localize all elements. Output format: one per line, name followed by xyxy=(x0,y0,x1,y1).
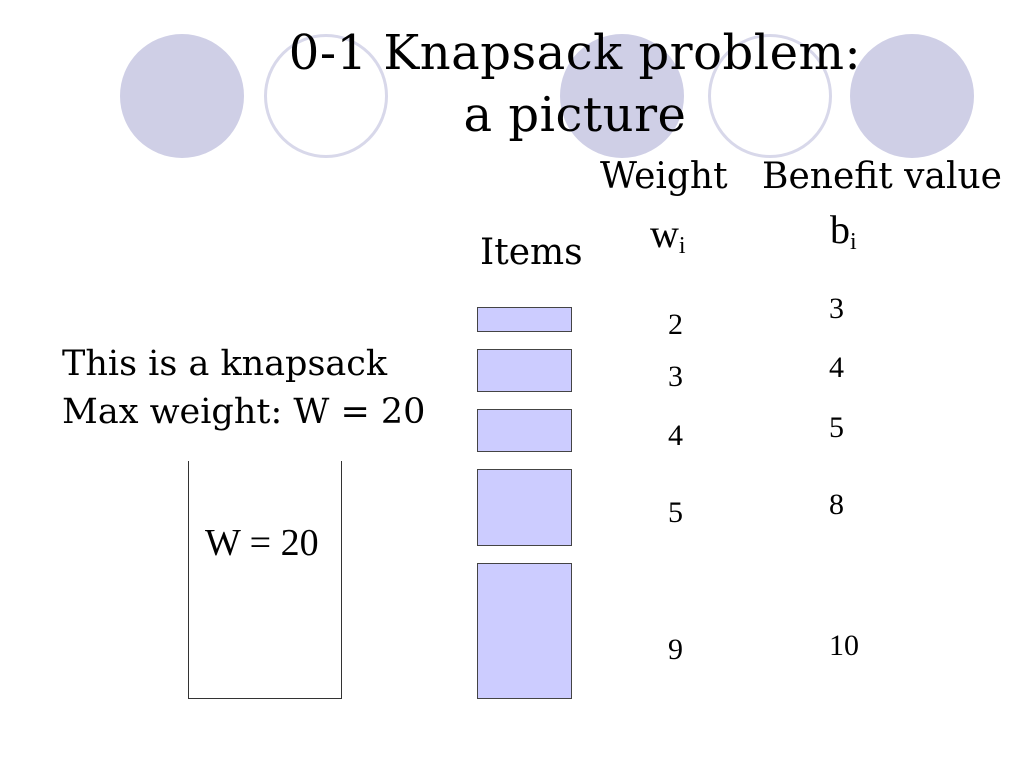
weight-header: Weight xyxy=(600,156,728,197)
knapsack-description: This is a knapsack Max weight: W = 20 xyxy=(62,340,425,436)
decor-circle-4 xyxy=(708,34,832,158)
item-box-1 xyxy=(477,307,572,332)
item-weight: 9 xyxy=(668,633,683,666)
slide-title: 0-1 Knapsack problem: a picture xyxy=(230,22,920,146)
items-header: Items xyxy=(480,232,583,273)
item-benefit: 8 xyxy=(829,488,844,521)
item-weight: 3 xyxy=(668,360,683,393)
decor-circle-3 xyxy=(560,34,684,158)
decor-circle-2 xyxy=(264,34,388,158)
benefit-header: Benefit value xyxy=(762,156,1002,197)
benefit-symbol: bi xyxy=(830,206,857,256)
item-box-3 xyxy=(477,409,572,452)
item-benefit: 4 xyxy=(829,351,844,384)
decor-circle-1 xyxy=(120,34,244,158)
weight-symbol-subscript: i xyxy=(678,233,686,259)
item-weight: 2 xyxy=(668,308,683,341)
item-benefit: 3 xyxy=(829,292,844,325)
weight-symbol: wi xyxy=(650,210,686,260)
item-benefit: 5 xyxy=(829,411,844,444)
decor-circle-5 xyxy=(850,34,974,158)
weight-symbol-letter: w xyxy=(650,211,679,256)
benefit-symbol-subscript: i xyxy=(850,229,857,255)
desc-line-1: This is a knapsack xyxy=(62,344,388,384)
item-box-4 xyxy=(477,469,572,546)
item-weight: 5 xyxy=(668,496,683,529)
item-weight: 4 xyxy=(668,419,683,452)
desc-line-2: Max weight: W = 20 xyxy=(62,392,426,432)
title-line-2: a picture xyxy=(463,87,687,143)
item-benefit: 10 xyxy=(829,629,859,662)
title-line-1: 0-1 Knapsack problem: xyxy=(288,25,862,81)
knapsack-label: W = 20 xyxy=(205,522,319,564)
benefit-symbol-letter: b xyxy=(830,207,850,252)
knapsack-box xyxy=(188,461,342,699)
item-box-2 xyxy=(477,349,572,392)
item-box-5 xyxy=(477,563,572,699)
